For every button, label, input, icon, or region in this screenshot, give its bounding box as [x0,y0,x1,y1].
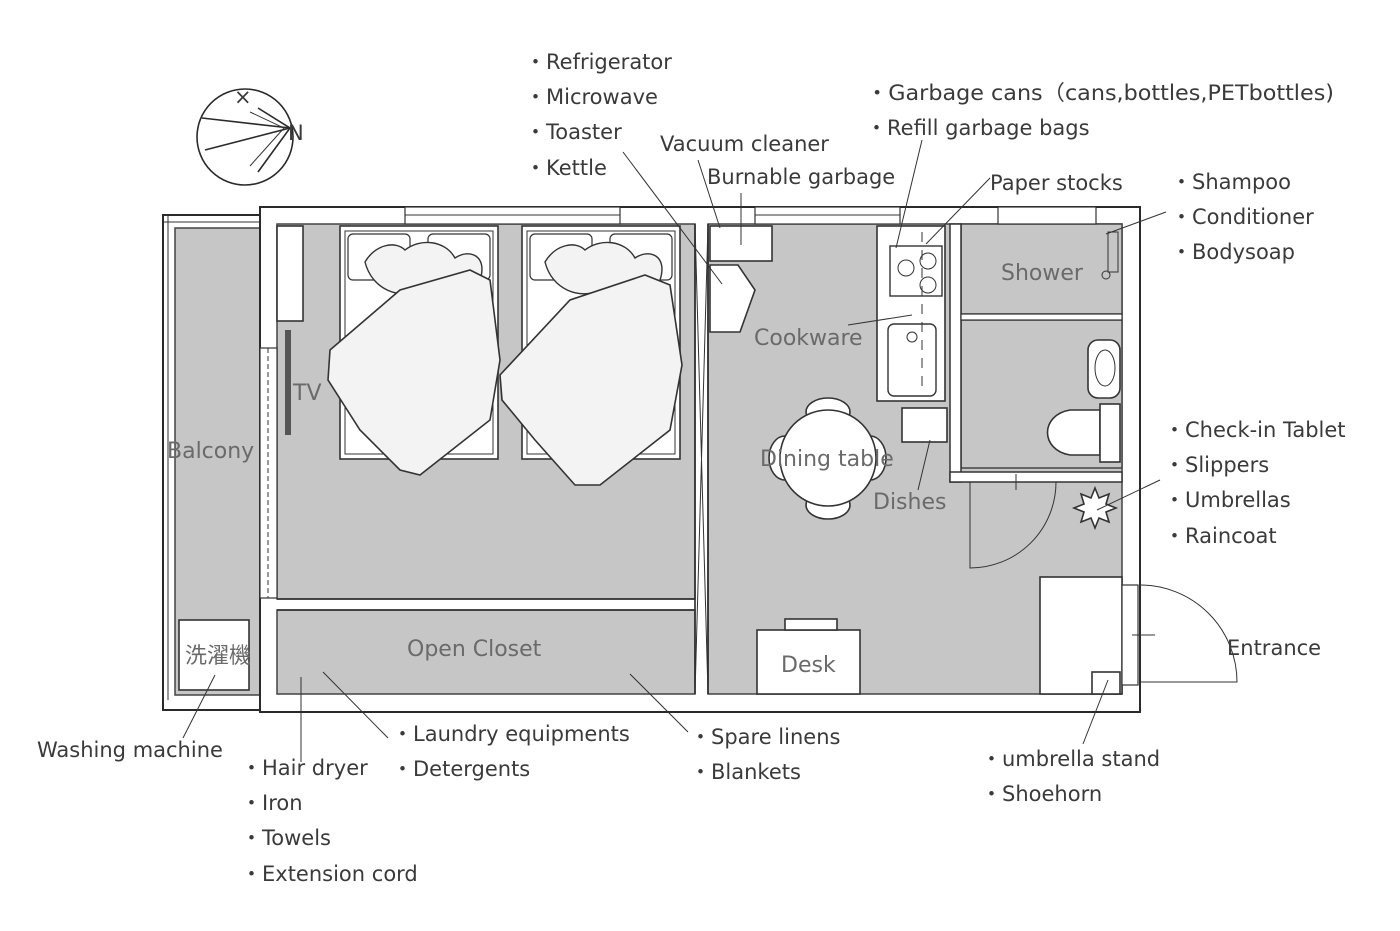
open-closet-label: Open Closet [407,637,542,662]
extension-cord-item: Extension cord [262,862,418,886]
linens-callout: ・Spare linens ・Blankets [690,725,840,784]
svg-text:・Towels: ・Towels [241,826,331,850]
conditioner-item: Conditioner [1192,205,1314,229]
svg-text:・Hair dryer: ・Hair dryer [241,756,368,780]
burnable-garbage-label: Burnable garbage [707,165,895,189]
bathroom-door [969,481,1057,569]
svg-text:・Check-in Tablet: ・Check-in Tablet [1164,418,1346,442]
dish-cabinet [901,407,948,443]
toaster-item: Toaster [545,120,622,144]
compass-icon: × N [196,85,304,186]
svg-text:・Umbrellas: ・Umbrellas [1164,488,1291,512]
entry-items-callout: ・Check-in Tablet ・Slippers ・Umbrellas ・R… [1164,418,1346,548]
compass-north-label: N [288,121,304,145]
svg-text:・Shampoo: ・Shampoo [1171,170,1291,194]
garbage-callout: ・Garbage cans（cans,bottles,PETbottles) ・… [866,81,1334,140]
iron-item: Iron [262,791,303,815]
entrance-label: Entrance [1227,636,1321,660]
svg-text:・Bodysoap: ・Bodysoap [1171,240,1295,264]
umbrella-stand [1091,671,1121,695]
shoehorn-item: Shoehorn [1002,782,1102,806]
dining-table-label: Dining table [760,447,894,472]
garbage-cans-item: Garbage cans（cans,bottles,PETbottles) [888,81,1334,105]
shower-label: Shower [1001,261,1084,286]
umbrella-stand-item: umbrella stand [1002,747,1160,771]
washing-machine-label: Washing machine [37,738,223,762]
compass-mark: × [234,85,252,109]
svg-text:・umbrella stand: ・umbrella stand [981,747,1160,771]
shower-floor [960,223,1123,315]
hair-dryer-item: Hair dryer [262,756,368,780]
paper-stocks-label: Paper stocks [990,171,1123,195]
umbrellas-item: Umbrellas [1185,488,1291,512]
svg-text:・Toaster: ・Toaster [525,120,622,144]
svg-text:・Microwave: ・Microwave [525,85,658,109]
dining-set [768,397,887,520]
refill-bags-item: Refill garbage bags [887,116,1090,140]
vacuum-label: Vacuum cleaner [660,132,829,156]
shampoo-item: Shampoo [1192,170,1291,194]
svg-text:・Shoehorn: ・Shoehorn [981,782,1102,806]
blankets-item: Blankets [711,760,801,784]
bed-right [499,225,683,486]
microwave-item: Microwave [546,85,658,109]
slippers-item: Slippers [1185,453,1269,477]
shoe-cabinet [1039,576,1123,695]
entrance-door [1139,584,1238,683]
closet-left-callout: ・Hair dryer ・Iron ・Towels ・Extension cor… [241,756,418,886]
bodysoap-item: Bodysoap [1192,240,1295,264]
check-in-tablet-item: Check-in Tablet [1185,418,1346,442]
leader-lines [182,139,1167,762]
raincoat-item: Raincoat [1185,524,1277,548]
svg-text:・Blankets: ・Blankets [690,760,801,784]
svg-text:・Kettle: ・Kettle [525,156,607,180]
kitchen-appliances-callout: ・Refrigerator ・Microwave ・Toaster ・Kettl… [525,50,672,180]
kettle-item: Kettle [546,156,607,180]
svg-text:・Raincoat: ・Raincoat [1164,524,1277,548]
refrigerator-item: Refrigerator [546,50,672,74]
spare-linens-item: Spare linens [711,725,840,749]
plant-icon [1071,485,1119,531]
dishes-label: Dishes [873,490,946,515]
svg-text:・Extension cord: ・Extension cord [241,862,418,886]
refrigerator [709,264,756,333]
sink [887,323,937,397]
svg-text:・Detergents: ・Detergents [392,757,530,781]
balcony-label: Balcony [167,439,254,464]
svg-text:・Slippers: ・Slippers [1164,453,1269,477]
umbrella-stand-callout: ・umbrella stand ・Shoehorn [981,747,1160,806]
svg-text:・Spare linens: ・Spare linens [690,725,840,749]
tv-screen [285,330,291,435]
bed-left [327,225,501,476]
desk-label: Desk [781,653,836,678]
tv-label: TV [292,381,322,406]
svg-text:・Refrigerator: ・Refrigerator [525,50,672,74]
stove [889,245,943,297]
detergents-item: Detergents [413,757,530,781]
closet-floor [276,609,696,695]
laundry-equipments-item: Laundry equipments [413,722,630,746]
svg-text:・Laundry equipments: ・Laundry equipments [392,722,630,746]
desk-chair [784,618,838,631]
svg-text:・Garbage cans（cans,bottles,PET: ・Garbage cans（cans,bottles,PETbottles) [866,81,1334,105]
toilet [1046,409,1101,456]
svg-text:・Iron: ・Iron [241,791,303,815]
laundry-callout: ・Laundry equipments ・Detergents [392,722,630,781]
washing-machine [178,619,250,691]
towels-item: Towels [261,826,331,850]
tv-cabinet [276,225,304,322]
bath-callout: ・Shampoo ・Conditioner ・Bodysoap [1171,170,1314,264]
washer-jp-label: 洗濯機 [185,644,251,669]
svg-text:・Conditioner: ・Conditioner [1171,205,1314,229]
svg-text:・Refill garbage bags: ・Refill garbage bags [866,116,1090,140]
cookware-label: Cookware [754,326,863,351]
